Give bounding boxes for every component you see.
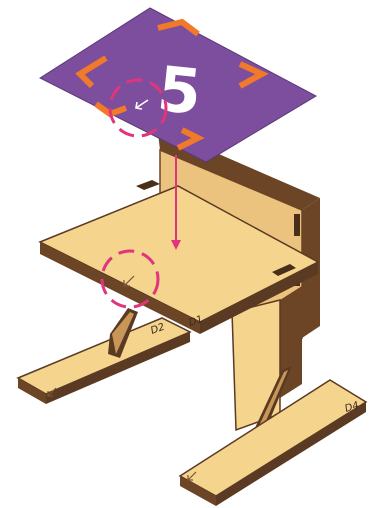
card-number: 5 [154,52,205,129]
top-panel-slot [136,180,160,190]
back-panel-slot [294,214,300,236]
number-card: 5 [40,8,316,162]
left-foot: D2 [18,308,190,404]
